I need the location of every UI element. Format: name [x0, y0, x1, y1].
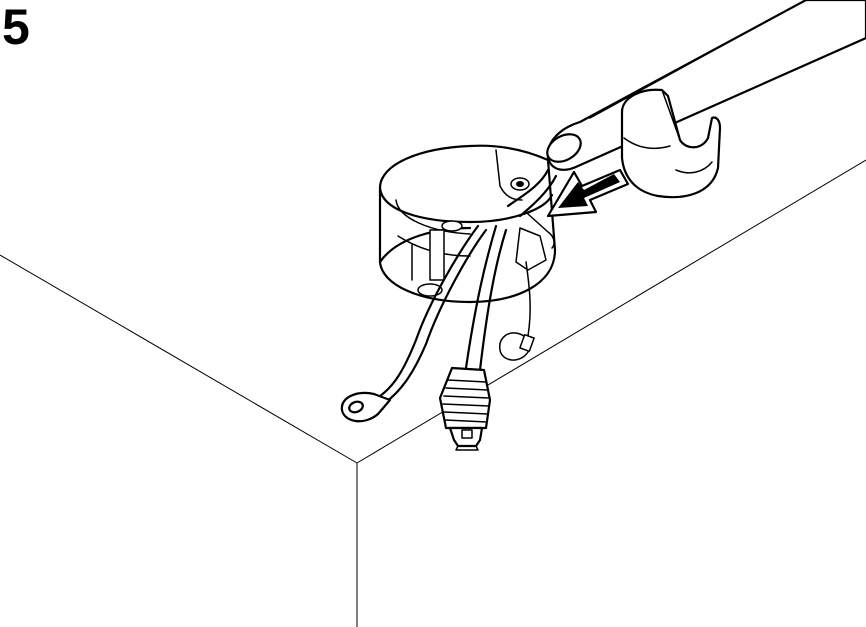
cable-tie: [499, 261, 535, 361]
ceiling-left-edge: [0, 254, 358, 464]
cable-bundle: [506, 168, 558, 271]
wall-bracket: [620, 88, 722, 199]
ground-wire: [340, 224, 488, 423]
ceiling-box: [378, 144, 557, 304]
step-number: 5: [2, 0, 30, 55]
insertion-arrow-icon: [546, 168, 630, 218]
power-cable: [438, 224, 508, 451]
